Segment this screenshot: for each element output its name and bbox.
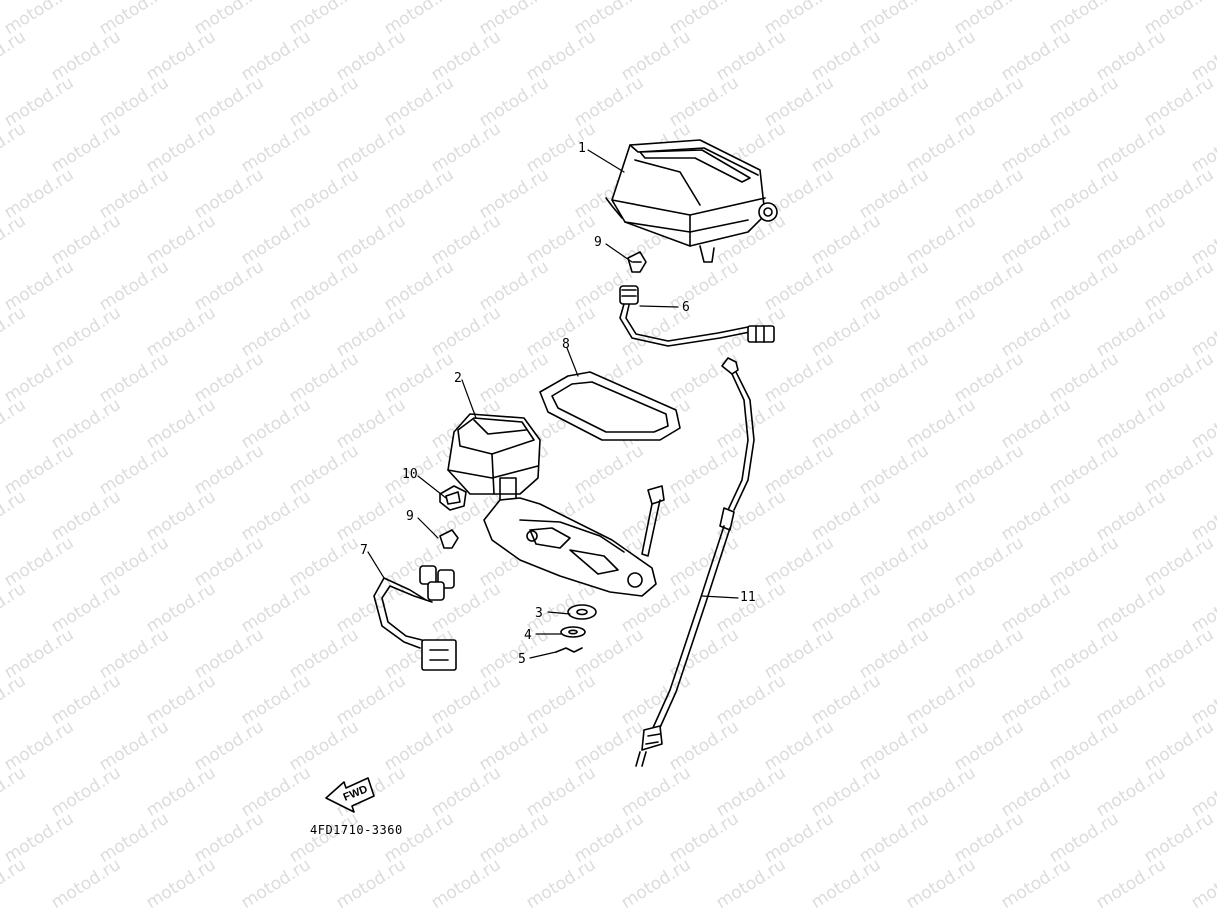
socket-cord-drawing — [619, 285, 775, 347]
meter-body-drawing — [447, 413, 657, 597]
part-numbers: 1 2 3 4 5 6 7 8 9 9 10 11 — [360, 141, 756, 667]
nut-drawing — [555, 647, 583, 653]
damper-drawing — [567, 604, 597, 620]
leader-lines — [367, 149, 739, 659]
gasket-drawing — [539, 371, 681, 441]
part-number-4: 4 — [524, 628, 532, 643]
meter-cable-drawing — [635, 357, 755, 767]
part-number-3: 3 — [535, 606, 543, 621]
part-number-10: 10 — [402, 467, 418, 482]
diagram-code: 4FD1710-3360 — [310, 823, 403, 837]
washer-drawing — [560, 626, 586, 638]
part-number-2: 2 — [454, 371, 462, 386]
part-number-7: 7 — [360, 543, 368, 558]
part-number-9a: 9 — [594, 235, 602, 250]
part-number-11: 11 — [740, 590, 756, 605]
bolt-drawing — [641, 485, 665, 557]
bulb-upper-drawing — [627, 251, 647, 273]
part-number-5: 5 — [518, 652, 526, 667]
part-number-9b: 9 — [406, 509, 414, 524]
fwd-arrow-icon: FWD — [325, 777, 375, 813]
grommet-drawing — [439, 485, 467, 511]
part-number-1: 1 — [578, 141, 586, 156]
part-number-8: 8 — [562, 337, 570, 352]
bulb-lower-drawing — [439, 529, 459, 549]
part-number-6: 6 — [682, 300, 690, 315]
meter-housing-drawing — [605, 139, 778, 263]
wire-harness-drawing — [373, 565, 457, 671]
